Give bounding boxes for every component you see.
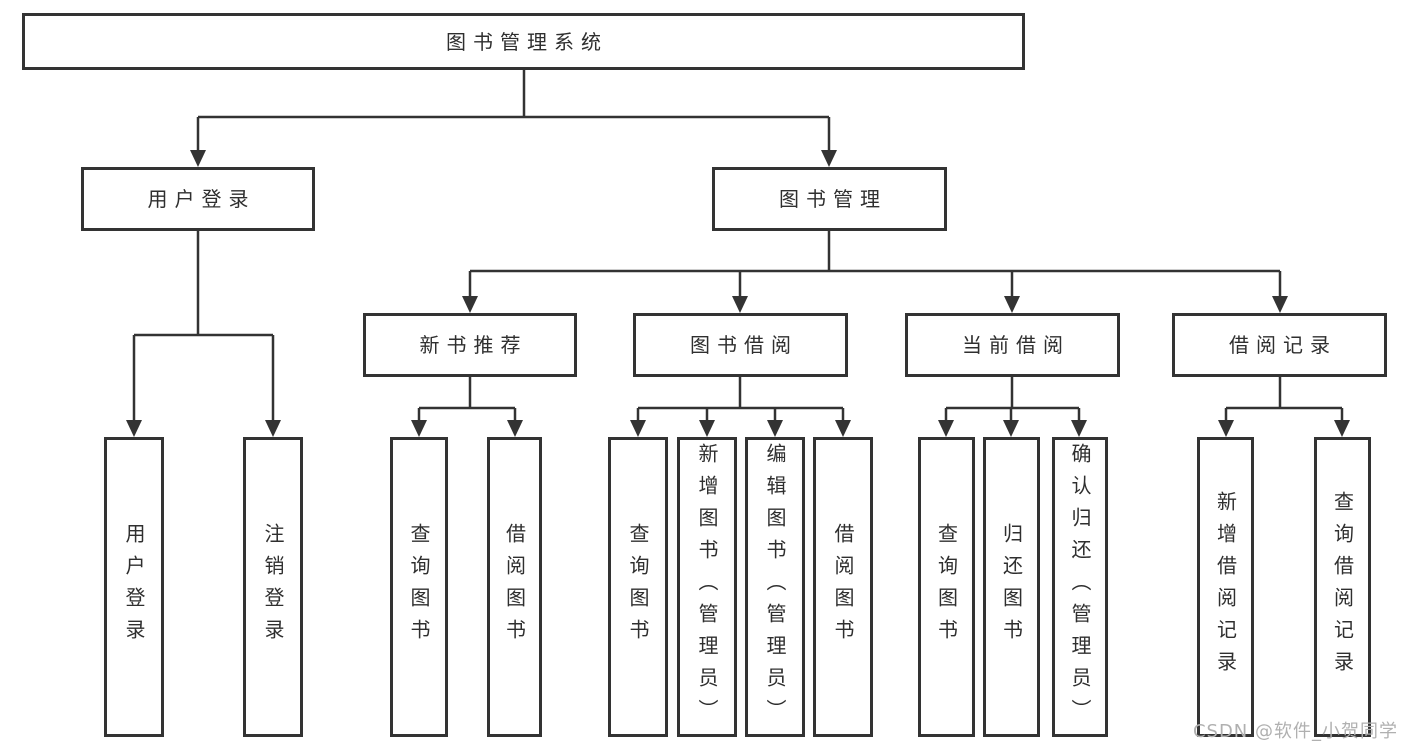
leaf-user-login-label: 用户登录 xyxy=(122,523,146,651)
leaf-cb-confirm-return-admin-label: 确认归还（管理员） xyxy=(1068,443,1092,731)
leaf-bb-add-books-admin: 新增图书（管理员） xyxy=(677,437,737,737)
node-book-management-module-label: 图书管理 xyxy=(779,187,887,211)
leaf-bb-query-books-label: 查询图书 xyxy=(626,523,650,651)
leaf-bb-edit-books-admin: 编辑图书（管理员） xyxy=(745,437,805,737)
node-new-book-recommendation-label: 新书推荐 xyxy=(419,333,528,357)
leaf-br-query-record-label: 查询借阅记录 xyxy=(1330,491,1355,683)
leaf-bb-borrow-books-label: 借阅图书 xyxy=(831,523,855,651)
leaf-cb-query-books: 查询图书 xyxy=(918,437,975,737)
node-book-borrowing: 图书借阅 xyxy=(633,313,848,377)
leaf-br-add-record: 新增借阅记录 xyxy=(1197,437,1254,737)
node-root-system: 图书管理系统 xyxy=(22,13,1025,70)
leaf-bb-edit-books-admin-label: 编辑图书（管理员） xyxy=(763,443,787,731)
node-book-borrowing-label: 图书借阅 xyxy=(690,333,798,357)
leaf-cb-return-books: 归还图书 xyxy=(983,437,1040,737)
leaf-logout-label: 注销登录 xyxy=(261,523,285,651)
leaf-rec-query-books: 查询图书 xyxy=(390,437,448,737)
leaf-br-query-record: 查询借阅记录 xyxy=(1314,437,1371,737)
node-user-login-module-label: 用户登录 xyxy=(147,187,256,211)
leaf-bb-add-books-admin-label: 新增图书（管理员） xyxy=(695,443,719,731)
leaf-rec-query-books-label: 查询图书 xyxy=(407,523,431,651)
node-borrowing-records: 借阅记录 xyxy=(1172,313,1387,377)
leaf-br-add-record-label: 新增借阅记录 xyxy=(1213,491,1238,683)
leaf-rec-borrow-books: 借阅图书 xyxy=(487,437,542,737)
leaf-bb-query-books: 查询图书 xyxy=(608,437,668,737)
node-root-label: 图书管理系统 xyxy=(446,29,608,54)
arrowheads xyxy=(126,150,1350,437)
leaf-cb-query-books-label: 查询图书 xyxy=(934,523,959,651)
leaf-rec-borrow-books-label: 借阅图书 xyxy=(502,523,527,651)
leaf-logout: 注销登录 xyxy=(243,437,303,737)
node-current-borrowing-label: 当前借阅 xyxy=(962,333,1070,357)
leaf-cb-return-books-label: 归还图书 xyxy=(999,523,1024,651)
csdn-watermark: CSDN @软件_小贺同学 xyxy=(1192,721,1398,742)
node-borrowing-records-label: 借阅记录 xyxy=(1229,333,1337,357)
leaf-bb-borrow-books: 借阅图书 xyxy=(813,437,873,737)
leaf-cb-confirm-return-admin: 确认归还（管理员） xyxy=(1052,437,1108,737)
node-new-book-recommendation: 新书推荐 xyxy=(363,313,577,377)
leaf-user-login: 用户登录 xyxy=(104,437,164,737)
node-user-login-module: 用户登录 xyxy=(81,167,315,231)
node-current-borrowing: 当前借阅 xyxy=(905,313,1120,377)
node-book-management-module: 图书管理 xyxy=(712,167,947,231)
